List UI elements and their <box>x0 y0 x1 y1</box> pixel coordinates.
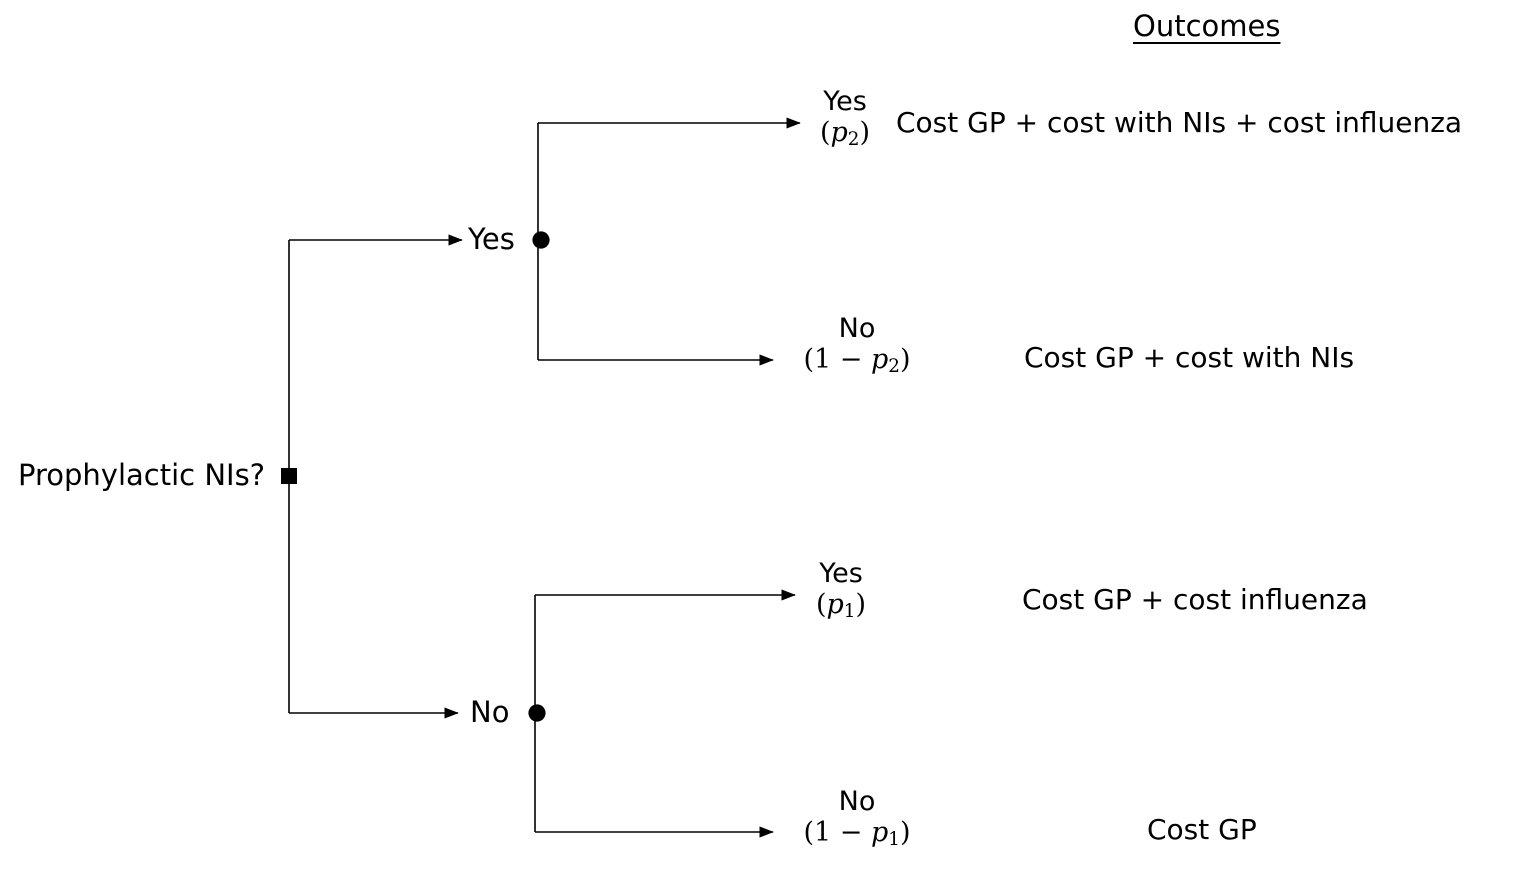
prob-close: ) <box>899 817 911 849</box>
prob-open: (1 − <box>803 817 871 849</box>
branch-probability: (p1) <box>786 589 896 623</box>
branch-label-no-p1: No (1 − p1) <box>782 786 932 851</box>
branch-word: No <box>838 313 876 344</box>
root-decision-label: Prophylactic NIs? <box>18 458 266 492</box>
chance-node-label-no: No <box>470 695 510 729</box>
outcome-text-1: Cost GP + cost with NIs + cost influenza <box>896 106 1463 139</box>
prob-subscript: 2 <box>847 129 860 151</box>
prob-close: ) <box>899 344 911 376</box>
branch-probability: (p2) <box>790 117 900 151</box>
chance-node-label-yes: Yes <box>468 222 515 256</box>
outcome-text-3: Cost GP + cost influenza <box>1022 583 1368 616</box>
prob-subscript: 1 <box>843 601 856 623</box>
chance-node-no[interactable] <box>528 704 546 722</box>
decision-node-square[interactable] <box>281 468 297 484</box>
prob-variable: p <box>826 589 844 621</box>
branch-word: Yes <box>823 86 867 117</box>
outcome-text-4: Cost GP <box>1147 813 1257 846</box>
prob-open: (1 − <box>803 344 871 376</box>
branch-label-yes-p2: Yes (p2) <box>790 86 900 151</box>
branch-label-no-p2: No (1 − p2) <box>782 313 932 378</box>
branch-word: No <box>838 786 876 817</box>
branch-probability: (1 − p1) <box>782 817 932 851</box>
branch-probability: (1 − p2) <box>782 344 932 378</box>
prob-close: ) <box>859 117 871 149</box>
prob-subscript: 1 <box>888 829 900 851</box>
prob-open: ( <box>815 589 827 621</box>
prob-variable: p <box>870 344 889 376</box>
chance-node-yes[interactable] <box>532 231 550 249</box>
prob-variable: p <box>870 817 889 849</box>
outcomes-heading: Outcomes <box>1133 9 1281 43</box>
prob-close: ) <box>855 589 867 621</box>
branch-label-yes-p1: Yes (p1) <box>786 558 896 623</box>
branch-word: Yes <box>819 558 863 589</box>
prob-open: ( <box>819 117 831 149</box>
outcome-text-2: Cost GP + cost with NIs <box>1024 341 1355 374</box>
prob-variable: p <box>830 117 848 149</box>
prob-subscript: 2 <box>888 356 900 378</box>
